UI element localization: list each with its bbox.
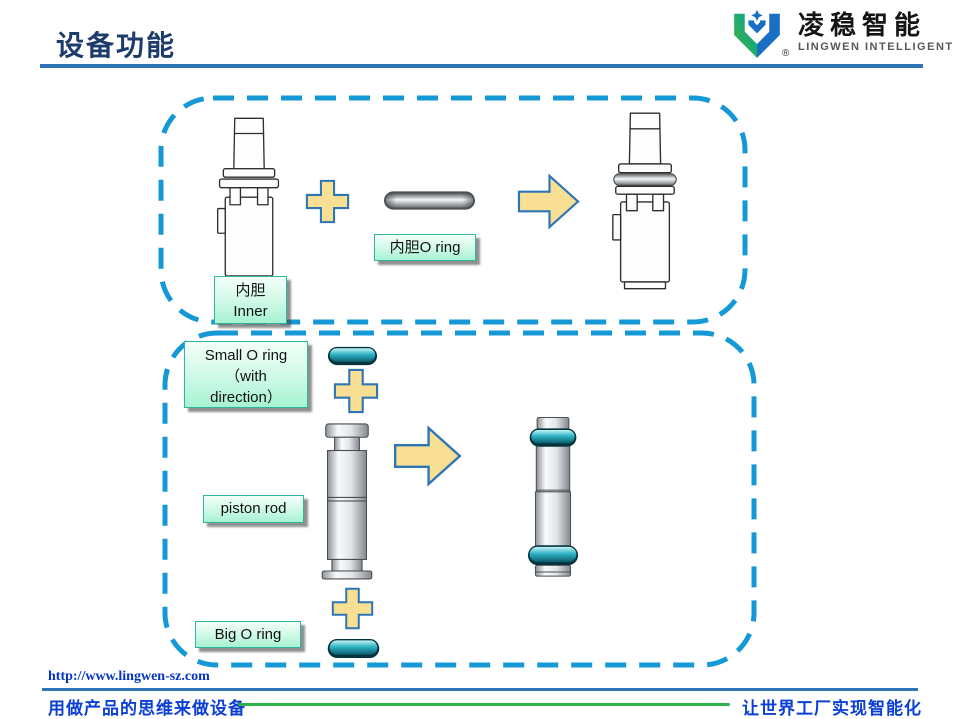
label-inner-line1: 内胆 (235, 282, 266, 299)
website-url: http://www.lingwen-sz.com (48, 669, 210, 684)
sparkle-icon (751, 9, 763, 22)
label-small-oring: Small O ring （with direction） (184, 341, 308, 408)
label-small-oring-line3: direction） (210, 389, 282, 406)
piston-assembled-figure (523, 415, 583, 582)
label-big-oring: Big O ring (195, 621, 301, 648)
label-small-oring-line1: Small O ring (204, 347, 288, 364)
footer-green-rule (238, 703, 730, 706)
step2-dashed-box (162, 330, 757, 668)
arrow-right-icon (393, 423, 462, 489)
plus-icon (333, 368, 379, 414)
big-teal-oring-figure (326, 638, 381, 659)
arrow-right-icon (517, 171, 580, 232)
small-teal-oring-figure (327, 346, 378, 366)
inner-part-figure (211, 111, 287, 289)
brand-name-cn: 凌稳智能 (798, 10, 927, 40)
brand-name-en: LINGWEN INTELLIGENT (798, 41, 954, 54)
label-inner-oring: 内胆O ring (374, 234, 476, 261)
registered-mark: ® (782, 48, 790, 59)
inner-assembled-figure (606, 108, 684, 292)
logo-w-icon (734, 9, 780, 58)
label-inner: 内胆 Inner (214, 276, 287, 324)
footer-blue-rule (42, 688, 918, 691)
plus-icon (305, 179, 350, 224)
footer-slogan-right: 让世界工厂实现智能化 (742, 699, 922, 718)
label-inner-line2: Inner (233, 303, 268, 320)
piston-rod-figure (316, 419, 378, 583)
step1-dashed-box (158, 95, 748, 325)
grey-oring-figure (383, 190, 476, 211)
page-title: 设备功能 (56, 31, 177, 62)
label-piston-rod: piston rod (203, 495, 304, 523)
label-small-oring-line2: （with (225, 368, 267, 385)
title-underline (40, 64, 923, 68)
company-logo: ® 凌稳智能 LINGWEN INTELLIGENT (726, 6, 952, 62)
logo-text: 凌稳智能 LINGWEN INTELLIGENT (798, 10, 954, 54)
plus-icon (331, 587, 374, 630)
footer-slogan-left: 用做产品的思维来做设备 (48, 699, 246, 718)
